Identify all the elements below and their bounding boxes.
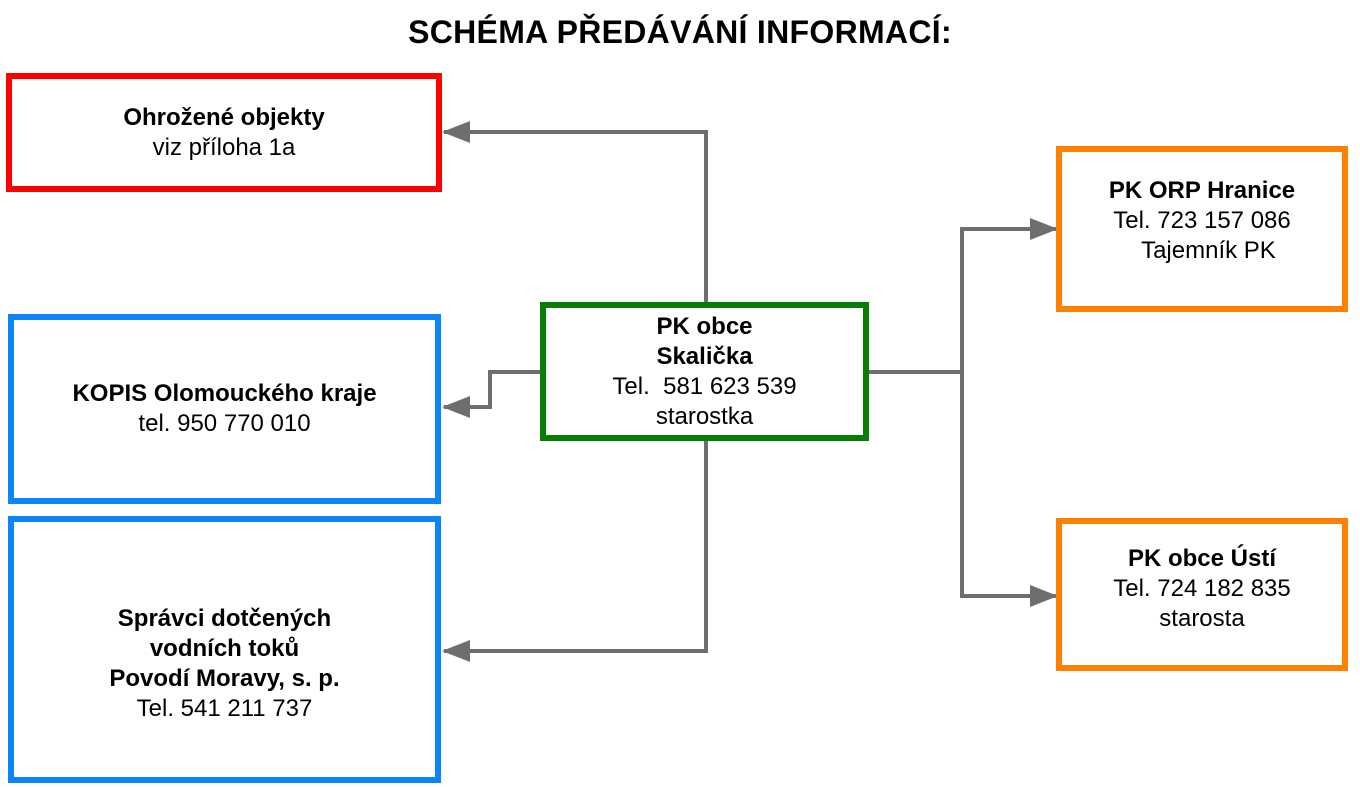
center-phone: Tel. 581 623 539 bbox=[612, 372, 797, 400]
pk-orp-hranice-box: PK ORP Hranice Tel. 723 157 086 Tajemník… bbox=[1056, 146, 1348, 312]
arrowhead-kopis bbox=[442, 396, 470, 418]
arrowhead-threatened bbox=[442, 121, 470, 143]
arrow-to-threatened-objects bbox=[444, 130, 708, 302]
river-managers-box: Správci dotčených vodních toků Povodí Mo… bbox=[8, 516, 441, 783]
pk-orp-role: Tajemník PK bbox=[1128, 237, 1276, 264]
arrow-to-river-managers bbox=[444, 441, 708, 653]
arrowhead-orp bbox=[1030, 218, 1058, 240]
center-title-line-2: Skalička bbox=[656, 342, 753, 370]
diagram-title: SCHÉMA PŘEDÁVÁNÍ INFORMACÍ: bbox=[408, 14, 952, 50]
arrow-to-pk-usti bbox=[960, 372, 1056, 598]
threatened-objects-note: viz příloha 1a bbox=[152, 133, 296, 161]
center-role: starostka bbox=[655, 402, 754, 430]
arrowhead-usti bbox=[1030, 585, 1058, 607]
arrow-to-pk-orp bbox=[960, 227, 1056, 372]
threatened-objects-title: Ohrožené objekty bbox=[123, 103, 325, 131]
pk-usti-title: PK obce Ústí bbox=[1127, 544, 1276, 572]
river-managers-line-2: vodních toků bbox=[149, 634, 300, 662]
pk-orp-phone: Tel. 723 157 086 bbox=[1113, 207, 1291, 234]
pk-obce-usti-box: PK obce Ústí Tel. 724 182 835 starosta bbox=[1056, 518, 1348, 671]
kopis-phone: tel. 950 770 010 bbox=[138, 410, 311, 437]
pk-usti-phone: Tel. 724 182 835 bbox=[1113, 574, 1291, 602]
pk-orp-title: PK ORP Hranice bbox=[1108, 177, 1296, 204]
river-managers-line-1: Správci dotčených bbox=[117, 604, 332, 632]
river-managers-line-3: Povodí Moravy, s. p. bbox=[109, 664, 340, 692]
kopis-box: KOPIS Olomouckého kraje tel. 950 770 010 bbox=[8, 314, 441, 504]
center-title-line-1: PK obce bbox=[656, 312, 753, 340]
river-managers-phone: Tel. 541 211 737 bbox=[136, 694, 313, 722]
kopis-title: KOPIS Olomouckého kraje bbox=[72, 380, 377, 407]
threatened-objects-box: Ohrožené objekty viz příloha 1a bbox=[6, 73, 442, 192]
pk-obce-skalicka-box: PK obce Skalička Tel. 581 623 539 staros… bbox=[540, 302, 869, 441]
pk-usti-role: starosta bbox=[1159, 604, 1245, 632]
arrowhead-river bbox=[442, 640, 470, 662]
